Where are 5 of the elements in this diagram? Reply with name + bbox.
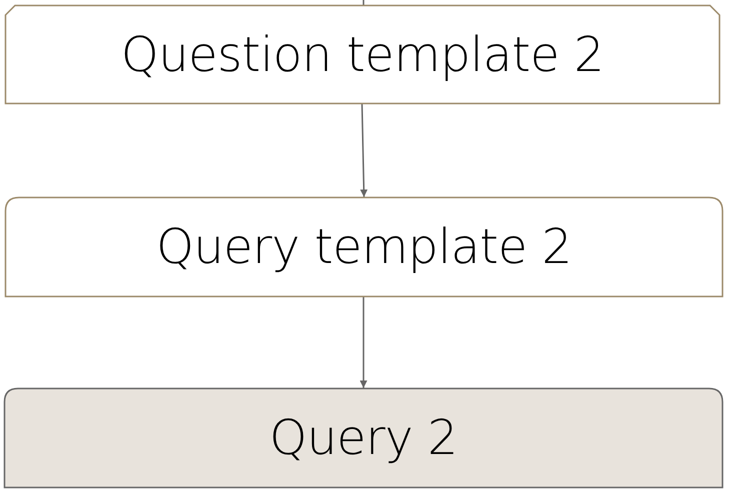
arrow — [360, 104, 368, 198]
arrow — [360, 297, 368, 388]
box-label: Query template 2 — [156, 219, 572, 275]
box-label: Query 2 — [269, 410, 458, 466]
box-label: Question template 2 — [121, 26, 604, 82]
